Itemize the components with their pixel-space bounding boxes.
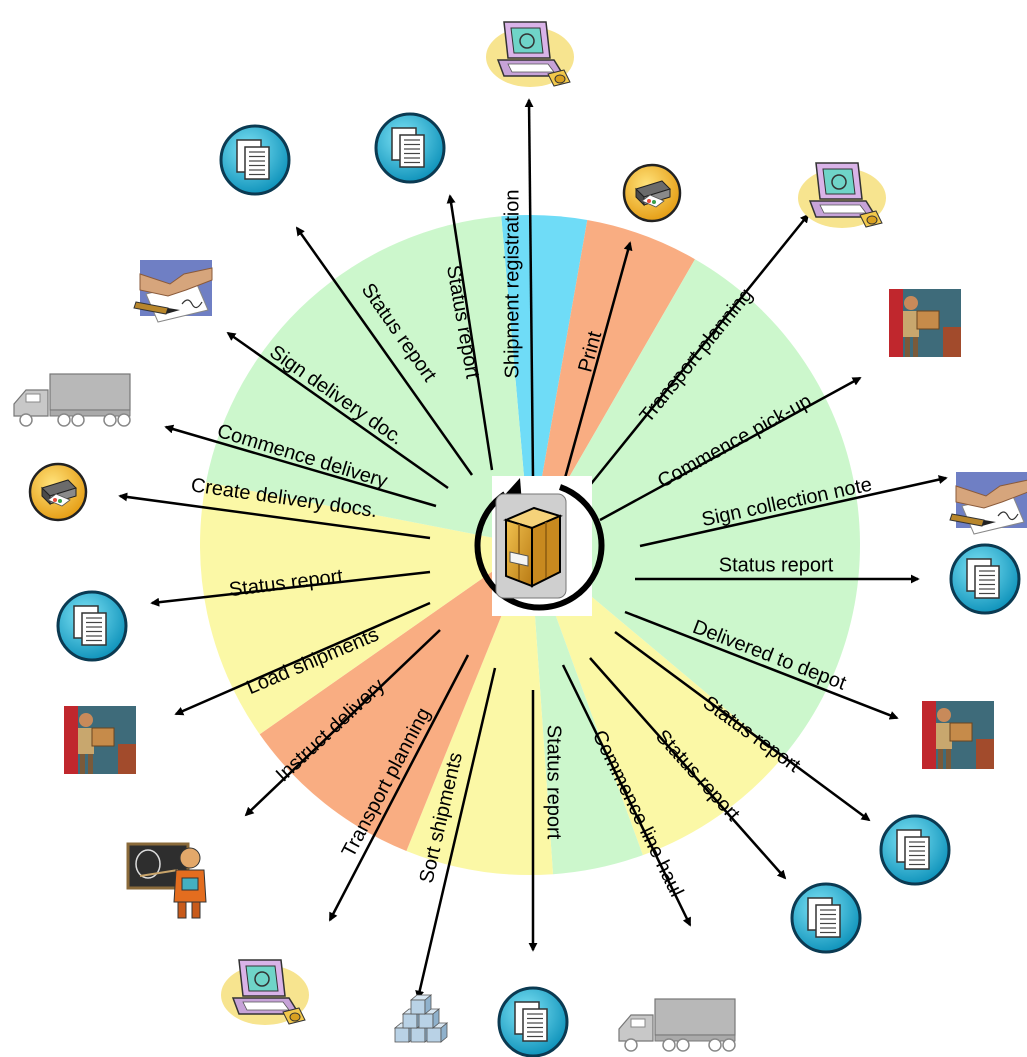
document-icon xyxy=(790,882,862,954)
step-arrows xyxy=(118,98,948,1000)
sector-sorting xyxy=(406,545,554,876)
arrow-sort-shipments xyxy=(415,667,497,1000)
sector-transport-planning xyxy=(530,220,695,546)
step-label-shipment-registration: Shipment registration xyxy=(501,190,523,379)
document-icon xyxy=(56,590,128,662)
printer-icon xyxy=(28,462,88,522)
handshake-signature-icon xyxy=(133,260,213,323)
document-icon xyxy=(219,124,291,196)
truck-icon xyxy=(13,373,131,427)
arrow-commence-line-haul xyxy=(561,664,692,927)
arrow-status-report xyxy=(589,657,787,880)
package-box-icon xyxy=(495,493,567,599)
printer-icon xyxy=(622,163,682,223)
sector-delivery-planning xyxy=(259,545,530,851)
document-icon xyxy=(497,986,569,1057)
step-label-status-report: Status report xyxy=(719,554,834,576)
worker-carrying-box-icon xyxy=(64,706,136,774)
teacher-blackboard-icon xyxy=(126,842,207,919)
arrow-transport-planning xyxy=(328,654,470,922)
arrow-load-shipments xyxy=(174,601,431,716)
document-icon xyxy=(879,814,951,886)
sector-loading xyxy=(199,482,530,735)
stacked-boxes-icon xyxy=(393,994,449,1043)
arrow-status-report xyxy=(295,226,474,476)
arrow-transport-planning xyxy=(577,213,810,501)
arrow-sign-collection-note xyxy=(639,475,948,548)
arrow-status-report xyxy=(150,570,431,607)
arrow-print xyxy=(563,241,633,479)
computer-email-icon xyxy=(798,162,886,228)
document-icon xyxy=(949,543,1021,615)
center-hub xyxy=(474,476,605,616)
computer-email-icon xyxy=(486,21,574,87)
document-icon xyxy=(374,112,446,184)
sector-pickup xyxy=(530,259,860,758)
step-label-status-report: Status report xyxy=(543,725,565,840)
worker-carrying-box-icon xyxy=(889,289,961,357)
arrow-status-report xyxy=(614,630,871,822)
arrow-commence-delivery xyxy=(164,424,437,508)
handshake-signature-icon xyxy=(949,472,1027,535)
arrow-commence-pick-up xyxy=(599,376,862,522)
sector-depot-status xyxy=(530,545,783,856)
arrow-instruct-delivery xyxy=(244,629,441,817)
sector-line-haul xyxy=(530,545,643,875)
arrow-delivered-to-depot xyxy=(624,610,899,720)
sector-registration xyxy=(501,215,588,545)
computer-email-icon xyxy=(221,959,309,1025)
arrow-sign-delivery-doc xyxy=(226,331,449,490)
arrow-shipment-registration xyxy=(524,98,535,479)
arrow-status-report xyxy=(446,194,494,471)
truck-icon xyxy=(618,998,736,1052)
arrow-create-delivery-docs xyxy=(118,492,431,540)
worker-carrying-box-icon xyxy=(922,701,994,769)
step-icons xyxy=(13,21,1027,1057)
